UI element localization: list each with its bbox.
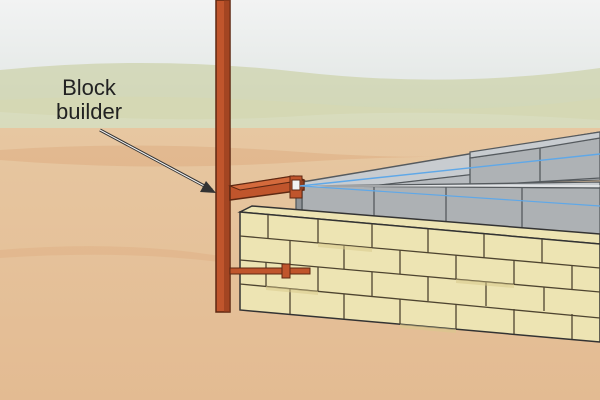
line-block-clip bbox=[291, 179, 301, 191]
annotation-arrowhead bbox=[200, 181, 216, 193]
lower-bracket bbox=[229, 267, 311, 275]
string-line-lower bbox=[301, 185, 600, 207]
ground-texture bbox=[0, 145, 600, 167]
label-line-1: Block bbox=[62, 75, 116, 100]
ground-texture bbox=[0, 246, 220, 262]
lower-bracket-clamp bbox=[281, 263, 291, 279]
brick-mortar-lines bbox=[239, 215, 600, 339]
block-builder-post-shade bbox=[224, 0, 230, 312]
label-line-2: builder bbox=[56, 99, 123, 124]
upper-bracket-arm-top bbox=[228, 175, 306, 191]
brick-shading bbox=[266, 243, 514, 333]
annotation-arrow-line-inner bbox=[99, 129, 209, 189]
block-builder-label: Block builder bbox=[56, 76, 122, 124]
grey-blocks-back-row bbox=[469, 131, 600, 187]
string-line bbox=[299, 153, 600, 187]
